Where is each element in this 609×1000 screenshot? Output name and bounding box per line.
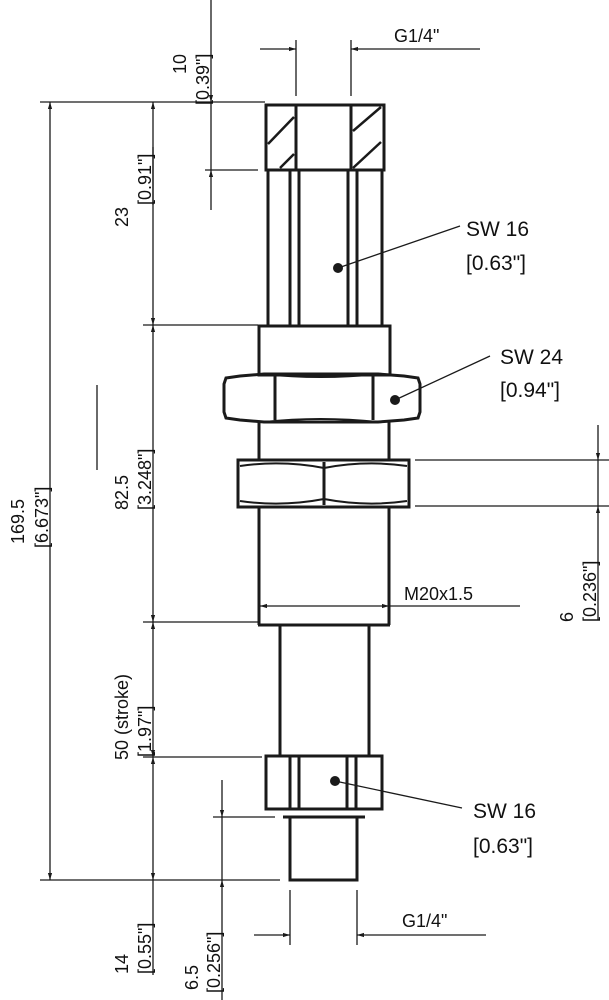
bottom-stub: [283, 815, 365, 882]
lock-nut: [236, 458, 411, 509]
dim-14-mm: 14: [112, 954, 132, 974]
leaders: [330, 225, 491, 809]
top-port-thread-label: G1/4": [394, 26, 439, 46]
dim-169-5-mm: 169.5: [8, 499, 28, 544]
dim-6-mm: 6: [557, 612, 577, 622]
dim-6-5-mm: 6.5: [182, 965, 202, 990]
threaded-body: [257, 507, 391, 627]
upper-body: [257, 324, 392, 377]
dim-10-mm: 10: [170, 54, 190, 74]
top-wrench-size: SW 16: [466, 218, 529, 241]
large-hex-nut: [222, 372, 422, 424]
large-nut-wrench-inch: [0.94"]: [500, 379, 560, 402]
top-wrench-inch: [0.63"]: [466, 252, 526, 275]
dim-stroke-inch: [1.97"]: [135, 706, 155, 757]
large-nut-wrench-size: SW 24: [500, 346, 563, 369]
bottom-port-thread-label: G1/4": [402, 911, 447, 931]
dim-82-5-inch: [3.248"]: [135, 449, 155, 510]
bottom-hex: [264, 754, 384, 811]
dim-169-5-inch: [6.673"]: [32, 487, 52, 548]
top-flats: [266, 170, 384, 325]
dimension-lines: [47, 0, 601, 1000]
piston-rod: [278, 625, 371, 757]
part-outline: [222, 103, 422, 882]
top-fitting-section: [264, 103, 386, 172]
dim-23-inch: [0.91"]: [135, 154, 155, 205]
dim-23-mm: 23: [112, 207, 132, 227]
dim-stroke-mm: 50 (stroke): [112, 674, 132, 760]
dim-82-5-mm: 82.5: [112, 475, 132, 510]
bottom-wrench-size: SW 16: [473, 800, 536, 823]
extension-lines: [40, 40, 609, 945]
dim-10-inch: [0.39"]: [193, 54, 213, 105]
body-thread-label: M20x1.5: [404, 584, 473, 604]
dim-14-inch: [0.55"]: [135, 923, 155, 974]
dim-6-inch: [0.236"]: [580, 561, 600, 622]
bottom-wrench-inch: [0.63"]: [473, 835, 533, 858]
dim-6-5-inch: [0.256"]: [204, 932, 224, 993]
